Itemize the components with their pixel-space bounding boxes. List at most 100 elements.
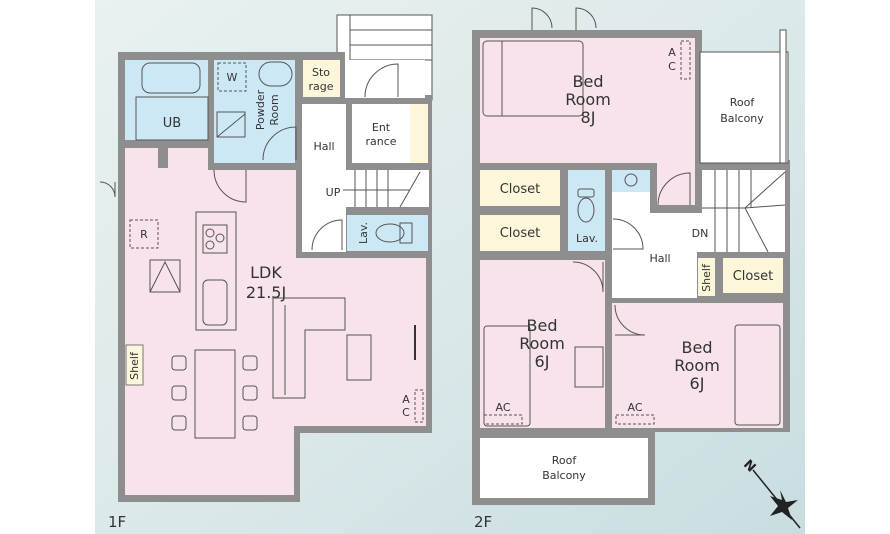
ac-unit-bed6r (615, 414, 655, 425)
floor-2f: Roof Balcony Bed Room 8J A C Closet Clos… (472, 7, 790, 531)
label-bed8-2: Room (565, 90, 611, 109)
label-ldk-2: 21.5J (246, 283, 286, 302)
bed8-door[interactable] (657, 172, 691, 206)
ac-unit-bed8 (680, 40, 691, 80)
closet-3[interactable] (723, 258, 783, 293)
floor-1f: UB W Powder Room Sto rage Hall UP Ent ra… (99, 14, 433, 531)
coffee-table (346, 334, 372, 381)
room-bed-8j (480, 38, 695, 205)
bed-8j-icon (482, 40, 584, 117)
ldk-door[interactable] (213, 169, 247, 203)
room-storage (303, 60, 340, 97)
entrance-door[interactable] (364, 63, 399, 98)
hall-sink-area (612, 170, 650, 192)
kitchen-counter (195, 211, 237, 331)
closet-1[interactable] (480, 170, 560, 206)
label-ac-c-1f: C (402, 406, 410, 419)
room-ldk (125, 148, 426, 495)
dining-table (194, 349, 236, 439)
bed6l-door[interactable] (572, 261, 604, 293)
bed-6j-left-icon (483, 325, 531, 427)
kitchen-sink-icon (202, 279, 228, 326)
room-hall-1f (302, 104, 346, 252)
room-bed-6j-left (480, 260, 605, 428)
closet-2[interactable] (480, 215, 560, 251)
roof-balcony-top (699, 51, 789, 164)
dining-chairs (171, 355, 258, 431)
label-entrance-1: Ent (372, 121, 391, 134)
label-roof-balcony-top-1: Roof (730, 96, 756, 109)
label-roof-balcony-top-2: Balcony (720, 112, 764, 125)
lav-door-1f[interactable] (311, 219, 343, 251)
sink-icon (258, 61, 293, 87)
window-door-left[interactable] (531, 7, 553, 30)
stairs-1f[interactable] (343, 170, 429, 208)
label-bed6r-1: Bed (682, 338, 713, 357)
label-roof-balcony-bottom-2: Balcony (542, 469, 586, 482)
label-ac-left: AC (495, 401, 510, 414)
room-bed-6j-right (612, 303, 783, 428)
label-lav-1f: Lav. (357, 222, 370, 244)
bed-6j-right-icon (734, 324, 781, 426)
label-bed6r-2: Room (674, 356, 720, 375)
floor-label-2f: 2F (474, 513, 492, 531)
label-entrance-2: rance (365, 135, 396, 148)
porch (345, 60, 425, 98)
bed6r-door[interactable] (614, 304, 646, 336)
label-ldk-1: LDK (250, 263, 282, 282)
sofa (272, 297, 346, 399)
shelf-2f (698, 258, 715, 296)
label-ub: UB (163, 116, 181, 131)
window-door-right[interactable] (575, 7, 597, 30)
label-powder-2: Room (268, 94, 281, 125)
room-lav-2f (568, 170, 605, 251)
cooktop-icon (202, 224, 228, 254)
powder-door[interactable] (262, 126, 297, 161)
label-fridge: R (140, 228, 148, 241)
room-lav-1f (347, 215, 428, 251)
side-door-1f[interactable] (99, 181, 116, 198)
washer-icon (217, 62, 247, 92)
roof-balcony-bottom (480, 438, 648, 498)
label-hall-2f: Hall (649, 252, 670, 265)
label-storage-2: rage (308, 80, 333, 93)
label-closet-1: Closet (500, 182, 541, 197)
shoe-cabinet (410, 104, 428, 163)
range-hood-icon (149, 260, 181, 293)
label-hall-1f: Hall (313, 140, 334, 153)
label-shelf-1f: Shelf (128, 351, 141, 380)
label-bed6l-1: Bed (527, 316, 558, 335)
label-bed6l-2: Room (519, 334, 565, 353)
label-up: UP (326, 186, 341, 199)
label-roof-balcony-bottom-1: Roof (552, 454, 578, 467)
label-closet-2: Closet (500, 226, 541, 241)
label-powder-1: Powder (254, 89, 267, 130)
floor-label-1f: 1F (108, 513, 126, 531)
label-ac-a-2f: A (668, 46, 676, 59)
label-lav-2f: Lav. (576, 232, 598, 245)
toilet-icon (375, 223, 405, 243)
bathtub-icon (141, 62, 201, 94)
label-bed6r-3: 6J (690, 374, 705, 393)
label-ac-a-1f: A (402, 393, 410, 406)
room-ub (125, 60, 208, 140)
toilet-icon-2f (577, 197, 595, 223)
stairs-2f[interactable] (702, 170, 786, 253)
label-bed8-1: Bed (573, 72, 604, 91)
compass-icon: N (740, 457, 801, 529)
fridge-icon (129, 219, 159, 249)
label-closet-3: Closet (733, 269, 774, 284)
label-ac-c-2f: C (668, 60, 676, 73)
label-bed6l-3: 6J (535, 352, 550, 371)
lav-door-2f[interactable] (612, 218, 644, 250)
label-dn: DN (692, 227, 709, 240)
label-ac-right: AC (627, 401, 642, 414)
label-bed8-3: 8J (581, 108, 596, 127)
label-shelf-2f: Shelf (700, 263, 713, 292)
right-margin (805, 0, 890, 534)
room-entrance (352, 104, 410, 163)
ac-unit-bed6l (483, 414, 523, 425)
basin-icon (624, 173, 638, 187)
shelf-1f (125, 344, 144, 386)
